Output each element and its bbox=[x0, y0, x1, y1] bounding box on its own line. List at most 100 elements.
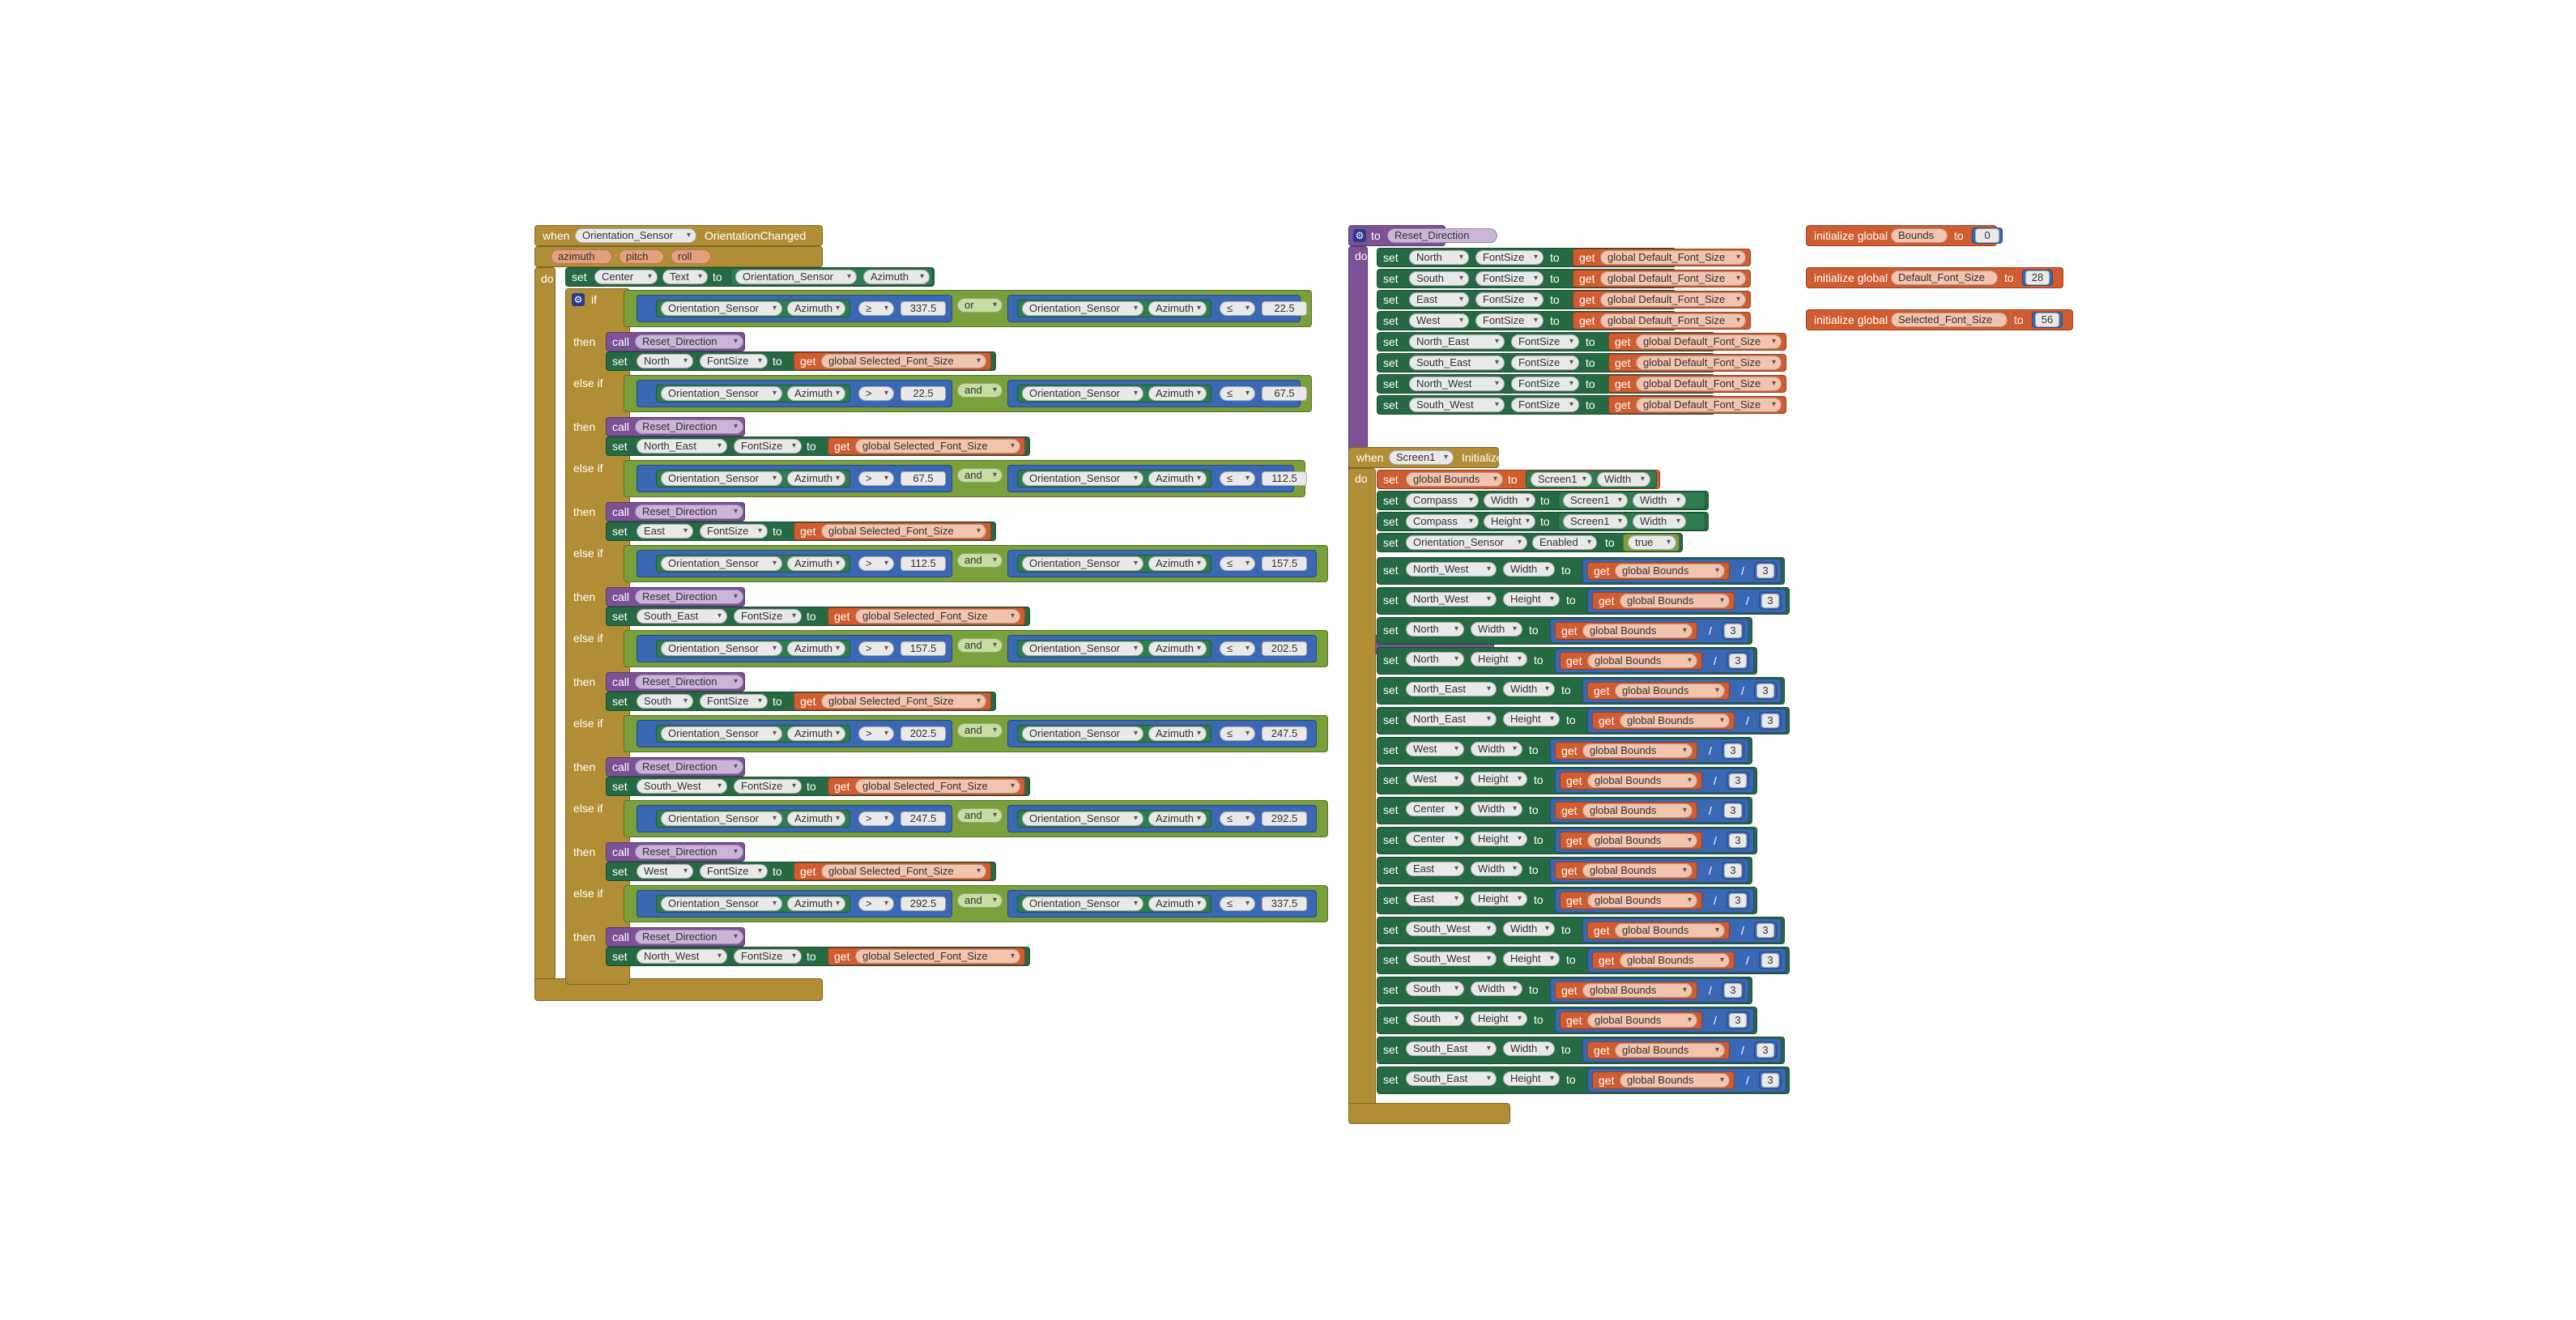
component-dropdown[interactable]: West bbox=[1406, 772, 1464, 786]
number-field[interactable]: 0 bbox=[1975, 228, 1999, 243]
property-dropdown[interactable]: Azimuth bbox=[1148, 386, 1207, 401]
component-dropdown[interactable]: South bbox=[1409, 271, 1469, 286]
property-dropdown[interactable]: Width bbox=[1471, 802, 1522, 816]
property-dropdown[interactable]: Height bbox=[1503, 712, 1560, 726]
variable-dropdown[interactable]: global Bounds bbox=[1615, 683, 1725, 698]
component-dropdown[interactable]: South_East bbox=[1409, 356, 1505, 370]
logic-operator-dropdown[interactable]: and bbox=[957, 638, 1003, 653]
component-dropdown[interactable]: Orientation_Sensor bbox=[1022, 556, 1143, 571]
global-name-field[interactable]: Selected_Font_Size bbox=[1891, 313, 2008, 327]
property-dropdown[interactable]: Height bbox=[1484, 514, 1535, 529]
component-dropdown[interactable]: Orientation_Sensor bbox=[1022, 896, 1143, 911]
if-mutator-gear-icon[interactable]: ⚙ bbox=[572, 293, 585, 306]
procedure-dropdown[interactable]: Reset_Direction bbox=[635, 845, 743, 859]
property-dropdown[interactable]: FontSize bbox=[734, 609, 802, 624]
procedure-name-field[interactable]: Reset_Direction bbox=[1387, 228, 1497, 243]
property-dropdown[interactable]: Width bbox=[1471, 622, 1522, 637]
variable-dropdown[interactable]: global Default_Font_Size bbox=[1600, 313, 1746, 328]
comparison-operator-dropdown[interactable]: ≥ bbox=[858, 301, 894, 316]
number-field[interactable]: 3 bbox=[1756, 564, 1774, 578]
property-dropdown[interactable]: FontSize bbox=[700, 864, 768, 879]
component-dropdown[interactable]: Orientation_Sensor bbox=[1022, 301, 1143, 316]
property-dropdown[interactable]: Azimuth bbox=[787, 726, 845, 741]
number-field[interactable]: 247.5 bbox=[1262, 726, 1307, 741]
comparison-operator-dropdown[interactable]: ≤ bbox=[1220, 726, 1255, 741]
property-dropdown[interactable]: Width bbox=[1484, 493, 1535, 508]
component-dropdown[interactable]: Orientation_Sensor bbox=[661, 556, 782, 571]
number-field[interactable]: 292.5 bbox=[1262, 811, 1307, 826]
property-dropdown[interactable]: FontSize bbox=[1475, 250, 1543, 265]
property-dropdown[interactable]: FontSize bbox=[734, 779, 802, 794]
property-dropdown[interactable]: Enabled bbox=[1532, 535, 1597, 550]
property-dropdown[interactable]: Azimuth bbox=[863, 270, 930, 284]
component-dropdown[interactable]: East bbox=[1409, 292, 1469, 307]
property-dropdown[interactable]: Azimuth bbox=[1148, 471, 1207, 486]
variable-dropdown[interactable]: global Bounds bbox=[1582, 624, 1692, 638]
parameter-roll[interactable]: roll bbox=[671, 249, 711, 264]
comparison-operator-dropdown[interactable]: ≤ bbox=[1220, 386, 1255, 401]
component-dropdown[interactable]: Orientation_Sensor bbox=[661, 726, 782, 741]
component-dropdown[interactable]: Orientation_Sensor bbox=[1022, 471, 1143, 486]
property-dropdown[interactable]: Height bbox=[1471, 892, 1527, 906]
number-field[interactable]: 3 bbox=[1724, 803, 1742, 818]
property-dropdown[interactable]: Width bbox=[1471, 862, 1522, 876]
comparison-operator-dropdown[interactable]: > bbox=[858, 386, 894, 401]
number-field[interactable]: 3 bbox=[1729, 654, 1747, 668]
number-field[interactable]: 247.5 bbox=[901, 811, 946, 826]
property-dropdown[interactable]: FontSize bbox=[1475, 313, 1543, 328]
comparison-operator-dropdown[interactable]: > bbox=[858, 556, 894, 571]
variable-dropdown[interactable]: global Default_Font_Size bbox=[1636, 334, 1782, 349]
property-dropdown[interactable]: FontSize bbox=[700, 694, 768, 709]
number-field[interactable]: 3 bbox=[1729, 893, 1747, 908]
property-dropdown[interactable]: Width bbox=[1471, 742, 1522, 756]
component-dropdown[interactable]: Screen1 bbox=[1563, 514, 1628, 529]
property-dropdown[interactable]: FontSize bbox=[1511, 334, 1579, 349]
logic-operator-dropdown[interactable]: and bbox=[957, 808, 1003, 823]
variable-dropdown[interactable]: global Default_Font_Size bbox=[1636, 398, 1782, 412]
component-dropdown[interactable]: Orientation_Sensor bbox=[575, 228, 696, 243]
event-body-rail[interactable] bbox=[1348, 468, 1376, 1108]
number-field[interactable]: 3 bbox=[1729, 1013, 1747, 1028]
component-dropdown[interactable]: North_East bbox=[1406, 682, 1497, 696]
number-field[interactable]: 3 bbox=[1756, 683, 1774, 698]
variable-dropdown[interactable]: global Selected_Font_Size bbox=[821, 694, 986, 709]
logic-operator-dropdown[interactable]: and bbox=[957, 468, 1003, 483]
property-dropdown[interactable]: Height bbox=[1503, 1071, 1560, 1086]
global-name-field[interactable]: Bounds bbox=[1891, 228, 1948, 243]
comparison-operator-dropdown[interactable]: ≤ bbox=[1220, 896, 1255, 911]
property-dropdown[interactable]: Text bbox=[662, 270, 708, 284]
boolean-dropdown[interactable]: true bbox=[1628, 535, 1676, 550]
component-dropdown[interactable]: South_West bbox=[1409, 398, 1505, 412]
variable-dropdown[interactable]: global Selected_Font_Size bbox=[821, 524, 986, 539]
comparison-operator-dropdown[interactable]: > bbox=[858, 471, 894, 486]
property-dropdown[interactable]: Azimuth bbox=[787, 301, 845, 316]
component-dropdown[interactable]: Compass bbox=[1406, 514, 1479, 529]
property-dropdown[interactable]: Width bbox=[1503, 682, 1555, 696]
property-dropdown[interactable]: Azimuth bbox=[787, 471, 845, 486]
property-dropdown[interactable]: Azimuth bbox=[1148, 301, 1207, 316]
component-dropdown[interactable]: North_West bbox=[637, 949, 727, 964]
variable-dropdown[interactable]: global Default_Font_Size bbox=[1636, 356, 1782, 370]
procedure-dropdown[interactable]: Reset_Direction bbox=[635, 590, 743, 604]
property-dropdown[interactable]: Azimuth bbox=[787, 641, 845, 656]
variable-dropdown[interactable]: global Selected_Font_Size bbox=[855, 609, 1020, 624]
procedure-dropdown[interactable]: Reset_Direction bbox=[635, 334, 743, 349]
variable-dropdown[interactable]: global Bounds bbox=[1587, 893, 1697, 908]
variable-dropdown[interactable]: global Selected_Font_Size bbox=[855, 779, 1020, 794]
number-field[interactable]: 157.5 bbox=[901, 641, 946, 656]
variable-dropdown[interactable]: global Bounds bbox=[1406, 472, 1503, 487]
variable-dropdown[interactable]: global Default_Font_Size bbox=[1600, 271, 1746, 286]
number-field[interactable]: 67.5 bbox=[901, 471, 946, 486]
variable-dropdown[interactable]: global Default_Font_Size bbox=[1600, 292, 1746, 307]
component-dropdown[interactable]: West bbox=[1409, 313, 1469, 328]
variable-dropdown[interactable]: global Bounds bbox=[1615, 564, 1725, 578]
number-field[interactable]: 337.5 bbox=[1262, 896, 1307, 911]
variable-dropdown[interactable]: global Bounds bbox=[1582, 983, 1692, 998]
variable-dropdown[interactable]: global Default_Font_Size bbox=[1636, 377, 1782, 391]
property-dropdown[interactable]: Height bbox=[1471, 832, 1527, 846]
comparison-operator-dropdown[interactable]: > bbox=[858, 641, 894, 656]
property-dropdown[interactable]: Azimuth bbox=[1148, 726, 1207, 741]
component-dropdown[interactable]: Orientation_Sensor bbox=[1022, 641, 1143, 656]
procedure-mutator-gear-icon[interactable]: ⚙ bbox=[1353, 229, 1366, 242]
